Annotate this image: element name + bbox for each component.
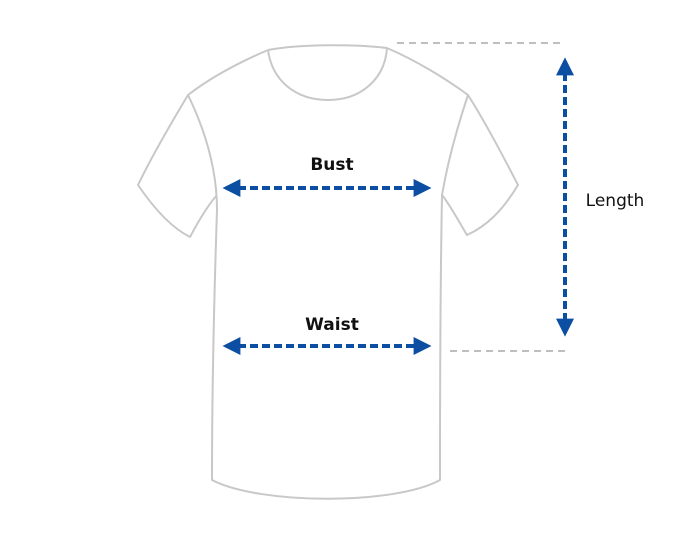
waist-label: Waist <box>305 315 359 335</box>
bust-label: Bust <box>310 155 353 175</box>
length-guides <box>397 42 565 352</box>
right-shoulder-sleeve <box>386 47 519 236</box>
collar-back <box>267 44 388 51</box>
length-label: Length <box>586 191 645 211</box>
body <box>187 94 469 500</box>
neckline <box>267 47 388 101</box>
tshirt-outline <box>137 44 519 500</box>
left-shoulder-sleeve <box>137 49 269 238</box>
